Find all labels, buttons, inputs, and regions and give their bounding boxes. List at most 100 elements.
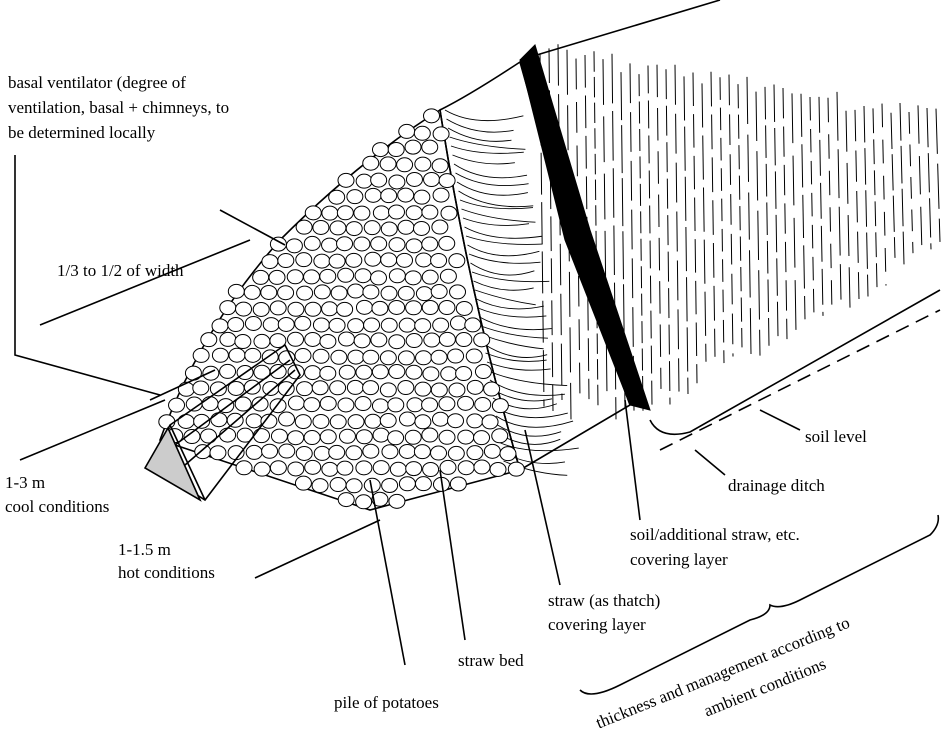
potato	[261, 254, 279, 270]
potato	[355, 364, 373, 380]
potato	[396, 157, 414, 173]
potato	[414, 318, 432, 334]
potato	[219, 427, 237, 443]
potato	[499, 446, 517, 462]
straw-stroke	[459, 199, 534, 210]
thatch-stroke	[719, 77, 725, 364]
potato	[405, 300, 423, 316]
potato	[432, 187, 450, 203]
straw-stroke	[449, 136, 526, 150]
potato	[397, 285, 415, 301]
potato	[364, 187, 382, 203]
straw-stroke	[456, 181, 528, 196]
thatch-stroke	[881, 103, 887, 286]
potato	[405, 171, 423, 187]
potato	[388, 174, 406, 190]
potato	[287, 461, 305, 477]
potato	[371, 300, 389, 316]
potato	[354, 268, 372, 284]
potato	[303, 235, 321, 251]
soil-level-leader	[759, 409, 801, 431]
potato	[209, 381, 227, 397]
potato	[362, 443, 380, 459]
potato	[440, 205, 458, 221]
potato	[347, 318, 365, 334]
potato	[381, 477, 399, 493]
straw-stroke	[446, 118, 514, 133]
thatch-stroke	[728, 74, 734, 357]
thatch-stroke	[809, 96, 815, 318]
potato	[387, 430, 405, 446]
straw-cover-label-line1: straw (as thatch)	[548, 591, 661, 610]
width-fraction-label: 1/3 to 1/2 of width	[57, 261, 184, 280]
potato	[336, 205, 354, 221]
potato	[328, 253, 346, 269]
potatoes-label: pile of potatoes	[334, 693, 439, 712]
straw-stroke	[483, 343, 548, 358]
potato	[421, 236, 439, 252]
potato	[193, 413, 211, 429]
potato	[294, 315, 312, 331]
potato	[364, 251, 382, 267]
potato	[398, 476, 416, 492]
thatch-stroke	[854, 109, 860, 300]
potato	[303, 397, 321, 413]
straw-stroke	[489, 379, 565, 396]
potato	[491, 398, 509, 414]
potato	[362, 155, 380, 171]
thatch-stroke	[746, 76, 752, 355]
potato	[228, 347, 246, 363]
potato	[295, 219, 313, 235]
straw-stroke	[476, 298, 544, 310]
potato	[438, 235, 456, 251]
potato	[438, 331, 456, 347]
cool-conditions-label: cool conditions	[5, 497, 110, 516]
potato	[397, 380, 415, 396]
thatch-stroke	[764, 86, 770, 346]
potato	[234, 396, 252, 412]
potato	[304, 301, 322, 317]
potato	[432, 126, 450, 142]
potato	[387, 141, 405, 157]
thatch-stroke	[899, 103, 905, 265]
potato	[158, 414, 176, 430]
straw-stroke	[467, 244, 540, 257]
potato	[398, 123, 416, 139]
potato	[473, 459, 491, 475]
ventilator-label-line3: be determined locally	[8, 123, 156, 142]
potato	[447, 348, 465, 364]
potato	[219, 363, 237, 379]
potato	[330, 349, 348, 365]
potato	[449, 315, 467, 331]
thatch-stroke	[935, 108, 941, 242]
thatch-stroke	[647, 65, 653, 405]
thatch-stroke	[926, 108, 932, 250]
potato	[371, 491, 389, 507]
potato	[227, 283, 245, 299]
potato	[345, 252, 363, 268]
potato	[278, 443, 296, 459]
potato	[278, 411, 296, 427]
potato	[311, 478, 329, 494]
potato	[455, 365, 473, 381]
straw-bed-label: straw bed	[458, 651, 524, 670]
straw-stroke	[488, 370, 568, 387]
potato	[362, 349, 380, 365]
potato	[430, 284, 448, 300]
potato	[466, 413, 484, 429]
potato	[363, 220, 381, 236]
potato	[405, 205, 423, 221]
thatch-stroke	[836, 91, 842, 300]
potato	[398, 411, 416, 427]
potato	[413, 125, 431, 141]
potato	[321, 461, 339, 477]
potato	[200, 332, 218, 348]
potato	[287, 430, 305, 446]
potato	[473, 332, 491, 348]
straw-stroke	[474, 289, 536, 306]
potato	[312, 317, 330, 333]
potato	[226, 412, 244, 428]
straw-bed-leader	[439, 469, 466, 641]
thatch-stroke	[674, 64, 680, 392]
potato	[313, 284, 331, 300]
